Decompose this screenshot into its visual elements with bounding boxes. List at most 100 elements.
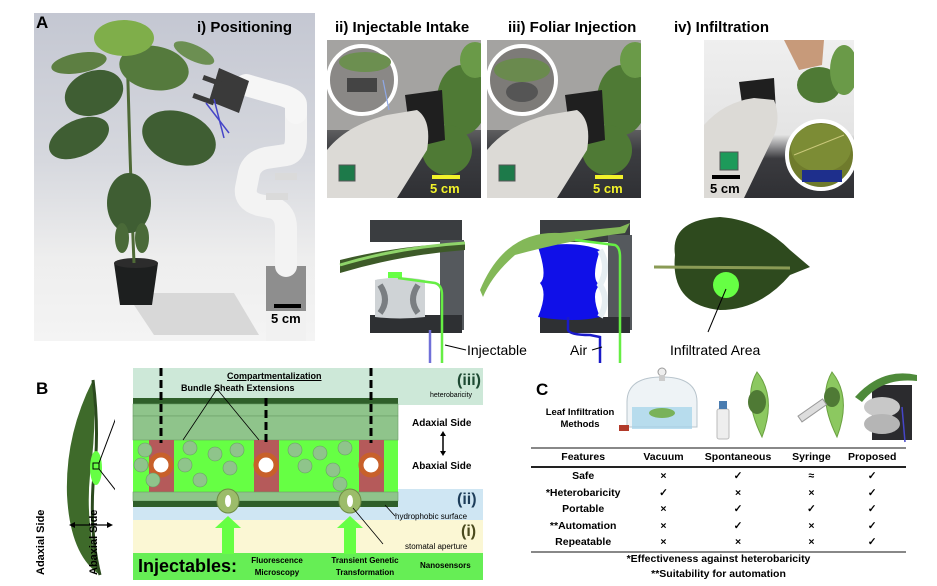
injectables-bar	[133, 553, 483, 580]
injectable-item-fluorescence: Fluorescence Microscopy	[251, 556, 303, 577]
photo-ii-title: ii) Injectable Intake	[335, 19, 470, 36]
hydrophobic-surface-label: hydrophobic surface	[395, 512, 468, 521]
cross-icon: ×	[808, 519, 815, 532]
footnote-heterobaricity: *Effectiveness against heterobaricity	[626, 553, 811, 565]
adaxial-side-label: Adaxial Side	[412, 418, 472, 429]
methods-label: Leaf Infiltration Methods	[545, 407, 615, 430]
feature-cell: *Heterobaricity	[545, 486, 621, 499]
approx-icon: ≈	[808, 470, 815, 483]
check-icon: ✓	[733, 470, 743, 483]
panel-a-title: i) Positioning	[197, 19, 292, 36]
panel-b-letter: B	[36, 379, 49, 398]
table-row: *Heterobaricity ✓ × × ✓	[531, 485, 906, 502]
photo-injectable-intake: 5 cm	[327, 40, 481, 198]
check-icon: ✓	[867, 503, 877, 516]
render-pneumatic-gripper	[480, 220, 632, 363]
table-row: **Automation × ✓ × ✓	[531, 518, 906, 535]
render-injectable-gripper	[339, 220, 466, 363]
heterobaricity-label: heterobaricity	[430, 392, 473, 399]
spray-bottle-icon	[716, 371, 769, 440]
infiltrated-area-label: Infiltrated Area	[670, 342, 760, 358]
vacuum-chamber-icon	[619, 367, 698, 431]
cross-icon: ×	[660, 519, 667, 532]
cross-icon: ×	[660, 503, 667, 516]
render-infiltrated-leaf	[653, 217, 810, 333]
photo-iii-scale-bar	[595, 175, 623, 179]
cotton-leaves	[797, 45, 854, 103]
leaf-abaxial-label: Abaxial Side	[88, 509, 100, 575]
ruler	[802, 170, 842, 182]
stomatal-aperture-label: stomatal aperture	[405, 542, 468, 551]
injectables-title: Injectables:	[138, 556, 238, 576]
lower-cuticle	[133, 501, 398, 507]
photo-iv-scale-label: 5 cm	[710, 181, 740, 196]
leaf-cross-section	[66, 379, 115, 576]
syringe-icon	[797, 371, 844, 439]
cross-icon: ×	[784, 534, 839, 553]
leaf-tissue-diagram: Compartmentalization Bundle Sheath Exten…	[105, 368, 483, 581]
led-array	[719, 151, 739, 171]
table-row: Portable×✓✓✓	[531, 501, 906, 518]
abaxial-side-label: Abaxial Side	[412, 461, 472, 472]
injectable-item-nanosensors: Nanosensors	[420, 561, 471, 570]
col-header-vacuum: Vacuum	[635, 447, 692, 468]
photo-infiltration: 5 cm	[704, 40, 854, 198]
col-header-proposed: Proposed	[838, 447, 906, 468]
band-stomatal	[133, 520, 483, 553]
comparison-table: Features Vacuum Spontaneous Syringe Prop…	[531, 447, 906, 553]
device-renders: Injectable Air Infiltrated Area	[339, 217, 810, 363]
check-icon: ✓	[867, 486, 877, 499]
region-ii-label: (ii)	[457, 491, 477, 508]
cross-icon: ×	[734, 486, 742, 499]
panel-a-scale-label: 5 cm	[271, 311, 301, 326]
table-row: Repeatable×××✓	[531, 534, 906, 553]
led-array	[338, 164, 356, 182]
footnote-automation: **Suitability for automation	[651, 568, 786, 580]
check-icon: ✓	[838, 534, 906, 553]
cotton-leaves	[422, 42, 481, 175]
check-icon: ✓	[659, 486, 668, 499]
hand	[784, 40, 824, 70]
panel-a-letter: A	[36, 13, 49, 32]
floor-shadow	[126, 293, 259, 335]
photo-iv-scale-bar	[712, 175, 740, 179]
feature-cell: Repeatable	[531, 534, 636, 553]
check-icon: ✓	[807, 503, 816, 516]
proposed-gripper-icon	[855, 373, 917, 443]
compartmentalization-label: Compartmentalization	[227, 371, 322, 381]
robot-arm	[704, 98, 778, 198]
injectable-item-transient: Transient Genetic Transformation	[331, 556, 399, 577]
robot-arm	[192, 68, 307, 341]
feature-cell: Safe	[572, 470, 595, 483]
injection-arrows	[215, 516, 363, 554]
cross-icon: ×	[691, 534, 785, 553]
method-icons	[619, 367, 917, 443]
bundle-sheath-extensions	[148, 440, 384, 492]
plant-pot	[114, 263, 158, 305]
leader-lines	[182, 388, 444, 545]
col-header-syringe: Syringe	[784, 447, 839, 468]
panel-c-letter: C	[536, 380, 549, 399]
leaf-adaxial-label: Adaxial Side	[35, 509, 47, 575]
table-header-row: Features Vacuum Spontaneous Syringe Prop…	[531, 447, 906, 468]
photo-foliar-injection: 5 cm	[487, 40, 641, 198]
cross-icon: ×	[635, 534, 692, 553]
air-bladder	[538, 244, 600, 320]
cross-icon: ×	[660, 470, 667, 483]
check-icon: ✓	[733, 503, 743, 516]
col-header-spontaneous: Spontaneous	[691, 447, 785, 468]
table-row: Safe×✓≈✓	[531, 467, 906, 485]
photo-iii-scale-label: 5 cm	[593, 181, 623, 196]
col-header-features: Features	[531, 447, 636, 468]
check-icon: ✓	[733, 519, 743, 532]
compartment-dashes	[159, 368, 373, 443]
photo-ii-scale-label: 5 cm	[430, 181, 460, 196]
cross-icon: ×	[808, 486, 815, 499]
injectable-label: Injectable	[467, 342, 527, 358]
feature-cell: **Automation	[549, 519, 617, 532]
region-i-label: (i)	[461, 523, 477, 540]
bundle-sheath-label: Bundle Sheath Extensions	[181, 383, 295, 393]
infiltrated-area	[713, 272, 739, 298]
led-array	[498, 164, 516, 182]
check-icon: ✓	[867, 519, 877, 532]
